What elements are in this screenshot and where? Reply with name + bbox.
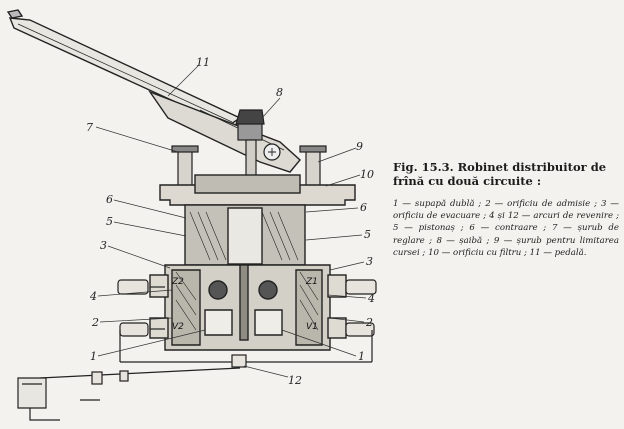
caption-title: Fig. 15.3. Robinet distribuitor de frînă… — [393, 160, 619, 188]
callout-leaders — [95, 65, 367, 378]
legend-item: 6 — contraare ; — [469, 223, 547, 234]
figure-number: Fig. 15.3. — [393, 160, 454, 174]
figure-title: Robinet distribuitor de frînă cu două ci… — [393, 160, 607, 188]
figure-caption: Fig. 15.3. Robinet distribuitor de frînă… — [393, 160, 619, 259]
callout-9: 9 — [356, 140, 363, 153]
port-v2-label: V2 — [172, 322, 184, 332]
brake-valve-diagram: 11 8 7 9 10 6 6 5 5 3 3 4 4 2 2 1 1 12 Z… — [6, 9, 377, 421]
callout-6-right: 6 — [360, 201, 367, 214]
legend-item: 11 — pedală. — [529, 247, 587, 258]
legend-item: 3 — orificiu de evacuare ; — [393, 199, 620, 222]
port-z1-label: Z1 — [305, 277, 318, 287]
legend-item: 2 — orificiu de admisie ; — [485, 199, 598, 209]
callout-7: 7 — [86, 121, 93, 134]
callout-3-right: 3 — [366, 255, 373, 268]
upper-mechanism — [171, 109, 327, 189]
port-v1-label: V1 — [306, 322, 318, 332]
callout-4-right: 4 — [367, 292, 375, 305]
legend-item: 8 — șaibă ; — [436, 235, 490, 246]
air-tank-drawing — [17, 377, 100, 421]
callout-4-left: 4 — [89, 290, 97, 303]
callout-5-right: 5 — [364, 228, 371, 241]
legend-item: 9 — șurub pentru limitarea cursei ; — [393, 235, 620, 258]
pipe-fittings — [39, 279, 377, 385]
legend-item: 4 și 12 — arcuri de revenire ; — [489, 211, 620, 222]
valve-body — [149, 174, 356, 351]
callout-6-left: 6 — [106, 193, 113, 206]
callout-8: 8 — [276, 86, 283, 99]
callout-12: 12 — [288, 374, 302, 387]
callout-3-left: 3 — [100, 239, 107, 252]
callout-11: 11 — [196, 56, 210, 69]
callout-2-right: 2 — [365, 316, 373, 329]
legend-item: 7 — șurub de reglare ; — [393, 223, 620, 246]
legend-item: 5 — pistonaș ; — [393, 223, 464, 234]
legend-item: 10 — orificiu cu filtru ; — [428, 247, 527, 258]
callout-2-left: 2 — [91, 316, 99, 329]
pedal-drawing — [6, 9, 301, 173]
callout-1-right: 1 — [358, 350, 365, 363]
callout-1-left: 1 — [90, 350, 97, 363]
legend-item: 1 — supapă dublă ; — [393, 199, 482, 209]
callout-10: 10 — [360, 168, 374, 181]
callout-5-left: 5 — [106, 215, 113, 228]
caption-legend: 1 — supapă dublă ; 2 — orificiu de admis… — [393, 198, 619, 259]
port-z2-label: Z2 — [171, 277, 184, 287]
